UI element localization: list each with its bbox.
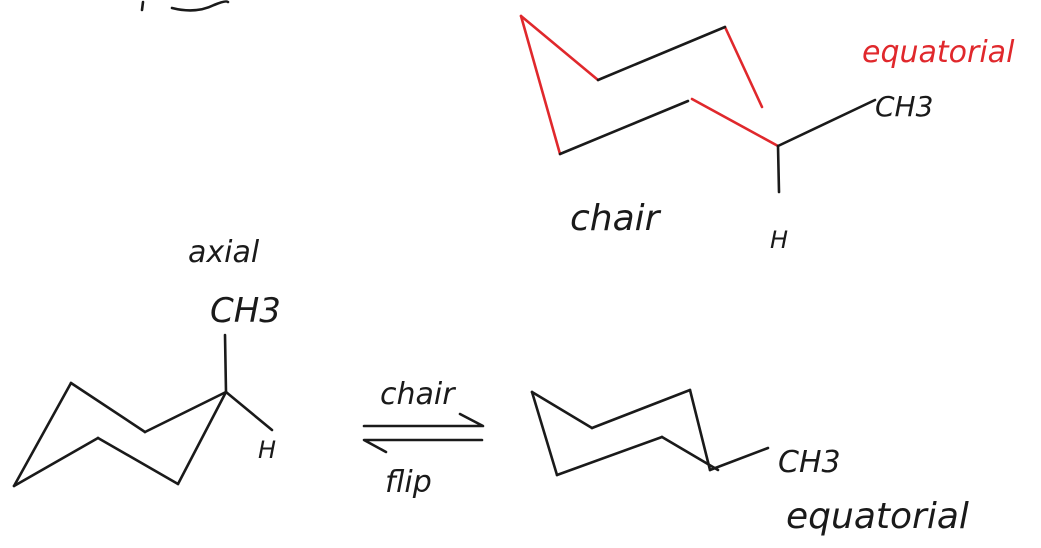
axial-ch3-label: CH3 — [210, 291, 281, 331]
axial-ch3-bond — [223, 333, 228, 394]
top-h-label: H — [770, 226, 788, 254]
arrow-top-label: chair — [380, 377, 456, 412]
top-ch3-label: CH3 — [875, 90, 933, 123]
top-chair-structure — [519, 14, 877, 194]
axial-h-bond — [776, 144, 781, 194]
top-equatorial-label: equatorial — [862, 35, 1015, 70]
red-bond-3 — [723, 25, 764, 109]
equatorial-chair-structure — [530, 388, 770, 477]
partial-scribble — [140, 0, 230, 12]
red-bond-2 — [519, 14, 562, 156]
red-bond-1 — [519, 14, 600, 82]
axial-label: axial — [188, 235, 260, 270]
bottom-ch3-label: CH3 — [778, 445, 841, 480]
red-bond-4 — [690, 97, 780, 148]
bottom-equatorial-label: equatorial — [786, 496, 969, 537]
equatorial-bond — [776, 98, 877, 148]
top-chair-label: chair — [570, 198, 662, 239]
axial-h-bond-lower — [224, 390, 274, 432]
arrow-bottom-label: flip — [385, 465, 432, 500]
axial-h-label: H — [258, 436, 276, 464]
equatorial-ch3-bond — [708, 446, 770, 472]
equilibrium-arrows — [362, 412, 485, 454]
axial-chair-structure — [12, 333, 274, 488]
